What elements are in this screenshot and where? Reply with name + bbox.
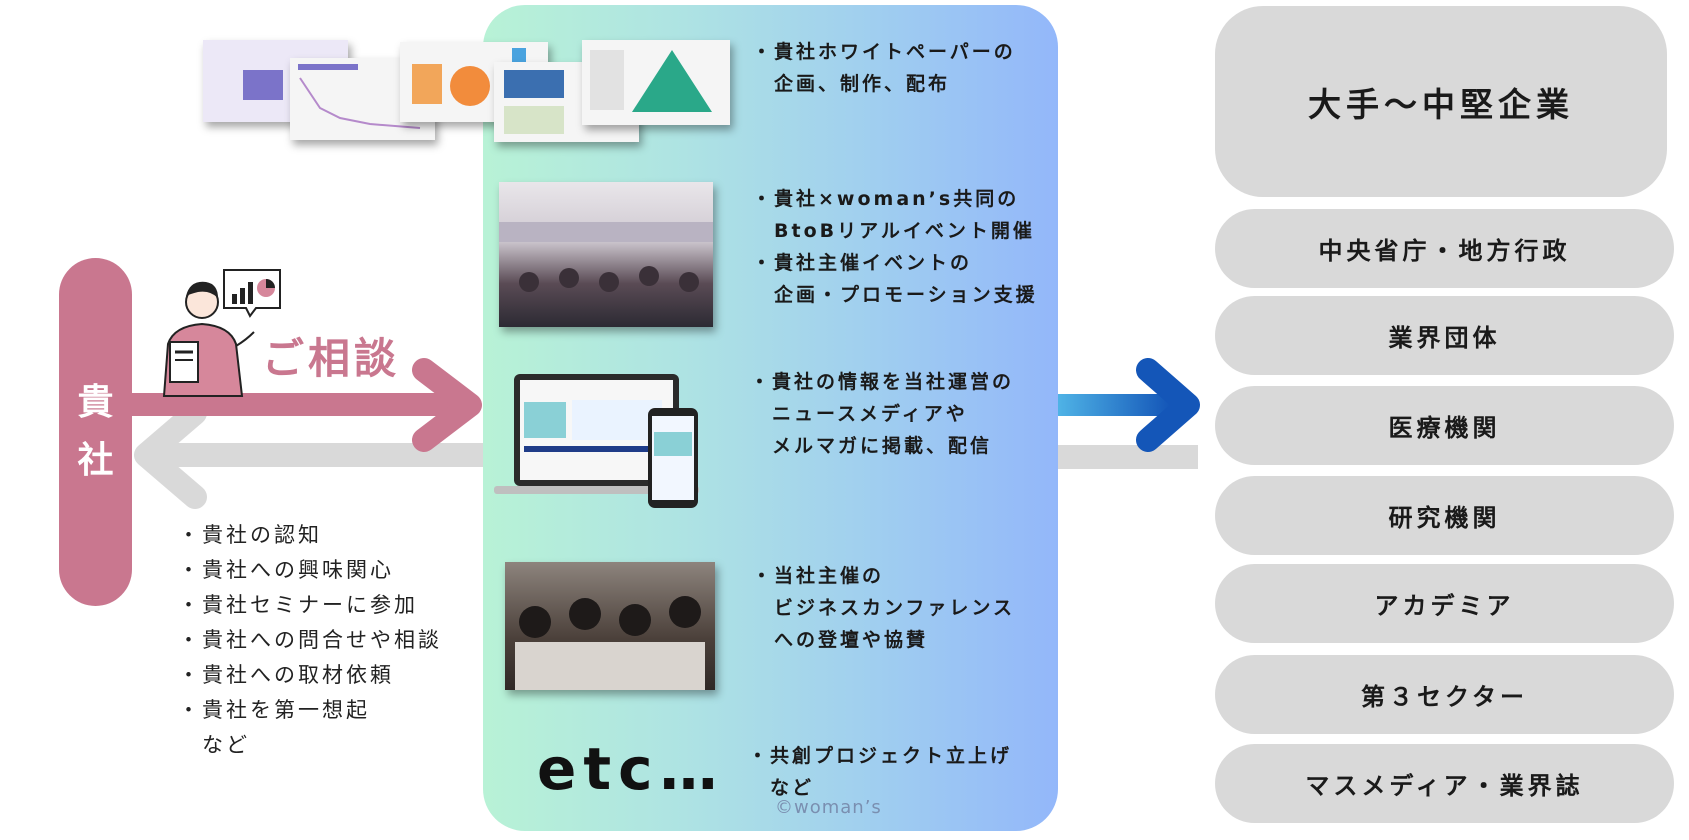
whitepaper-thumb-5 xyxy=(582,40,730,125)
list-item: ・貴社への取材依頼 xyxy=(178,663,394,687)
target-research: 研究機関 xyxy=(1215,476,1674,555)
whitepaper-text: ・貴社ホワイトペーパーの 企画、制作、配布 xyxy=(752,41,1016,95)
target-mass-media: マスメディア・業界誌 xyxy=(1215,744,1674,823)
consult-label: ご相談 xyxy=(262,334,401,383)
list-item: ・貴社への興味関心 xyxy=(178,558,394,582)
list-item: など xyxy=(178,733,250,757)
event-text: ・貴社×woman’s共同の BtoBリアルイベント開催 ・貴社主催イベントの … xyxy=(752,188,1038,306)
target-large-companies: 大手〜中堅企業 xyxy=(1215,6,1667,197)
etc-label: etc… xyxy=(537,735,725,803)
list-item: ・貴社を第一想起 xyxy=(178,698,370,722)
consultant-person-icon xyxy=(162,281,255,397)
cocreate-text: ・共創プロジェクト立上げ など xyxy=(748,745,1013,799)
benefits-list: ・貴社の認知 ・貴社への興味関心 ・貴社セミナーに参加 ・貴社への問合せや相談 … xyxy=(178,518,442,763)
company-pill: 貴 社 xyxy=(59,258,132,606)
media-text: ・貴社の情報を当社運営の ニュースメディアや メルマガに掲載、配信 xyxy=(750,371,1015,457)
company-char-1: 貴 xyxy=(77,382,114,423)
target-industry-groups: 業界団体 xyxy=(1215,296,1674,375)
target-third-sector: 第３セクター xyxy=(1215,655,1674,734)
consult-arrow xyxy=(132,358,482,452)
list-item: ・貴社の認知 xyxy=(178,523,322,547)
copyright: ©woman’s xyxy=(775,797,882,818)
laptop-phone-icon xyxy=(494,374,699,508)
conference-text: ・当社主催の ビジネスカンファレンス への登壇や協賛 xyxy=(752,565,1016,651)
target-government: 中央省庁・地方行政 xyxy=(1215,209,1674,288)
conference-photo xyxy=(505,562,715,690)
list-item: ・貴社への問合せや相談 xyxy=(178,628,442,652)
list-item: ・貴社セミナーに参加 xyxy=(178,593,418,617)
company-char-2: 社 xyxy=(77,440,114,481)
outreach-arrow xyxy=(1058,358,1200,452)
target-medical: 医療機関 xyxy=(1215,386,1674,465)
chart-speech-bubble-icon xyxy=(223,269,281,318)
event-photo xyxy=(499,182,713,327)
target-academia: アカデミア xyxy=(1215,564,1674,643)
return-arrow-right-segment xyxy=(1058,445,1198,469)
return-arrow xyxy=(134,401,500,509)
